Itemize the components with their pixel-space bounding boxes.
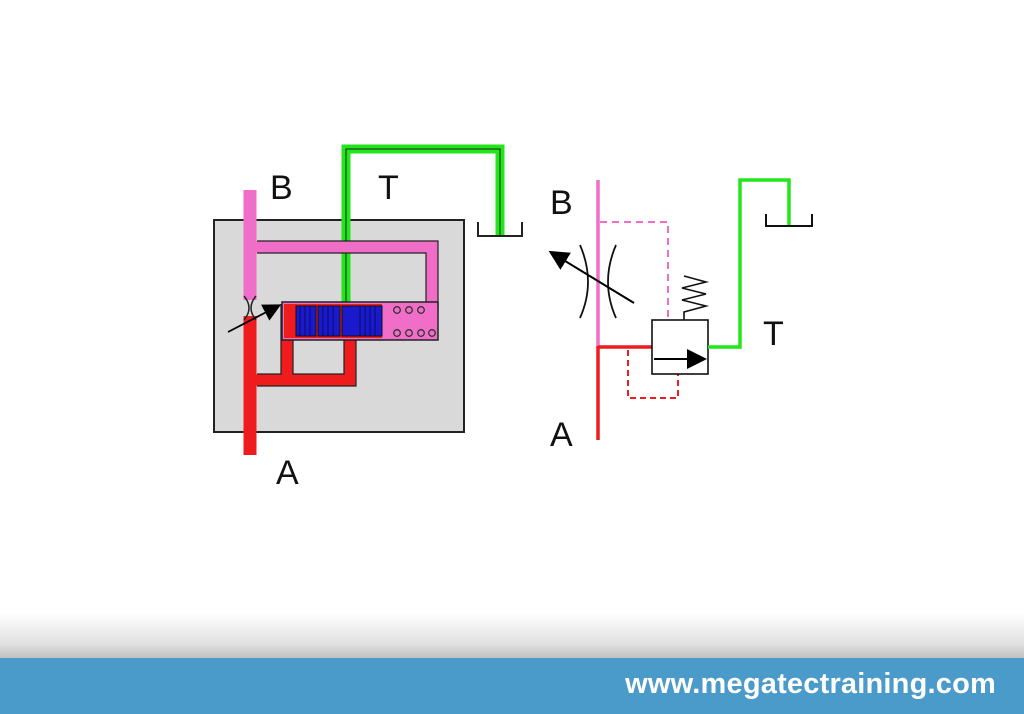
symbol-throttle xyxy=(579,244,617,319)
symbol-pilot-b xyxy=(600,221,669,320)
footer-shadow xyxy=(0,612,1024,658)
spool-land-1 xyxy=(295,305,317,337)
cutaway-label-b: B xyxy=(270,169,293,207)
symbol-t-line xyxy=(708,178,791,349)
cutaway-label-t: T xyxy=(378,169,399,207)
symbol-label-a: A xyxy=(550,416,573,454)
symbol-adjust-arrow xyxy=(548,250,635,304)
symbol-valve-box xyxy=(651,319,709,375)
symbol-pilot-a xyxy=(627,350,679,399)
tank-symbol xyxy=(477,222,523,237)
adjust-arrow xyxy=(227,304,282,333)
symbol-spring xyxy=(681,275,710,320)
spool-land-2 xyxy=(317,305,341,337)
symbol-label-t: T xyxy=(763,315,784,353)
cutaway-view: B T A xyxy=(213,144,523,492)
symbol-label-b: B xyxy=(550,184,573,222)
spool-land-3 xyxy=(341,305,383,337)
symbol-view: B T A xyxy=(548,178,813,454)
cutaway-label-a: A xyxy=(276,454,299,492)
symbol-tank xyxy=(765,214,813,227)
spring-coils xyxy=(393,306,436,337)
footer-url[interactable]: www.megatectraining.com xyxy=(625,668,996,700)
port-b-passage xyxy=(256,241,438,303)
footer-bar: www.megatectraining.com xyxy=(0,658,1024,714)
